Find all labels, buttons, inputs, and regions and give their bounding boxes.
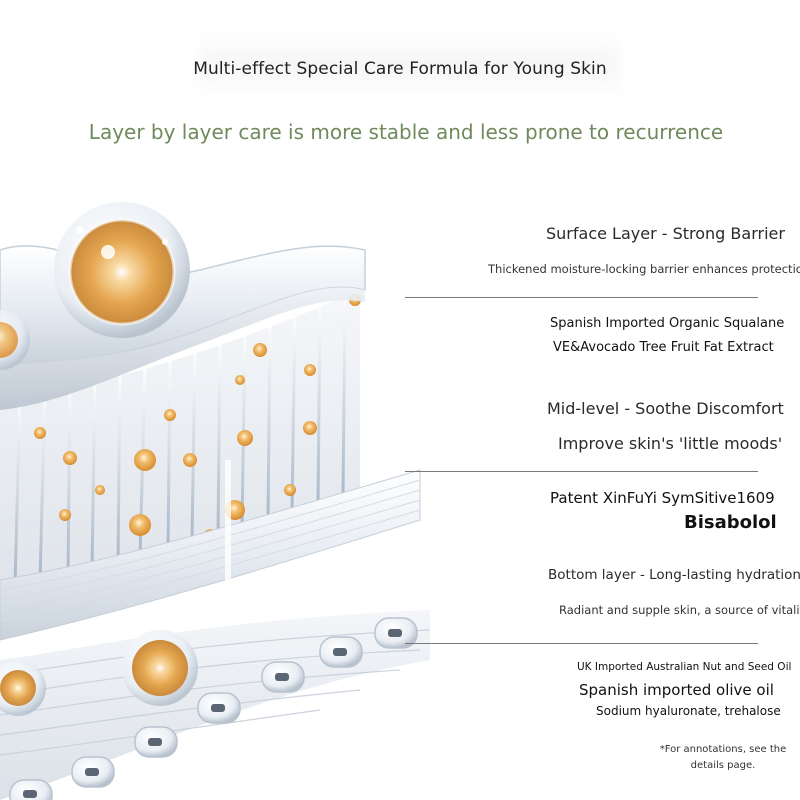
surface-ingredient-1: Spanish Imported Organic Squalane xyxy=(550,316,785,331)
gold-droplet-icon xyxy=(0,630,198,716)
header-background-glow xyxy=(200,30,620,100)
surface-layer-description: Thickened moisture-locking barrier enhan… xyxy=(488,262,800,276)
page-title: Multi-effect Special Care Formula for Yo… xyxy=(193,59,607,79)
mid-ingredient-1: Patent XinFuYi SymSitive1609 xyxy=(550,489,775,507)
surface-layer-divider xyxy=(405,297,758,298)
page-subtitle: Layer by layer care is more stable and l… xyxy=(88,120,724,144)
bottom-layer-divider xyxy=(405,643,758,644)
bottom-layer-description: Radiant and supple skin, a source of vit… xyxy=(559,603,800,617)
mid-level-heading: Mid-level - Soothe Discomfort xyxy=(547,399,784,418)
gold-droplet-icon xyxy=(0,202,190,370)
water-capsule-icon xyxy=(9,617,418,800)
bottom-ingredient-1: UK Imported Australian Nut and Seed Oil xyxy=(577,661,792,673)
footnote: *For annotations, see the details page. xyxy=(659,744,787,771)
surface-layer-heading: Surface Layer - Strong Barrier xyxy=(546,224,785,243)
bottom-layer-heading: Bottom layer - Long-lasting hydration xyxy=(548,567,800,583)
surface-ingredient-2: VE&Avocado Tree Fruit Fat Extract xyxy=(553,340,774,355)
skin-layer-cross-section xyxy=(0,202,431,800)
mid-level-description: Improve skin's 'little moods' xyxy=(558,434,783,453)
bottom-ingredient-2: Spanish imported olive oil xyxy=(579,681,774,699)
mid-ingredient-2: Bisabolol xyxy=(684,512,777,533)
bottom-ingredient-3: Sodium hyaluronate, trehalose xyxy=(596,704,781,718)
mid-level-divider xyxy=(405,471,758,472)
